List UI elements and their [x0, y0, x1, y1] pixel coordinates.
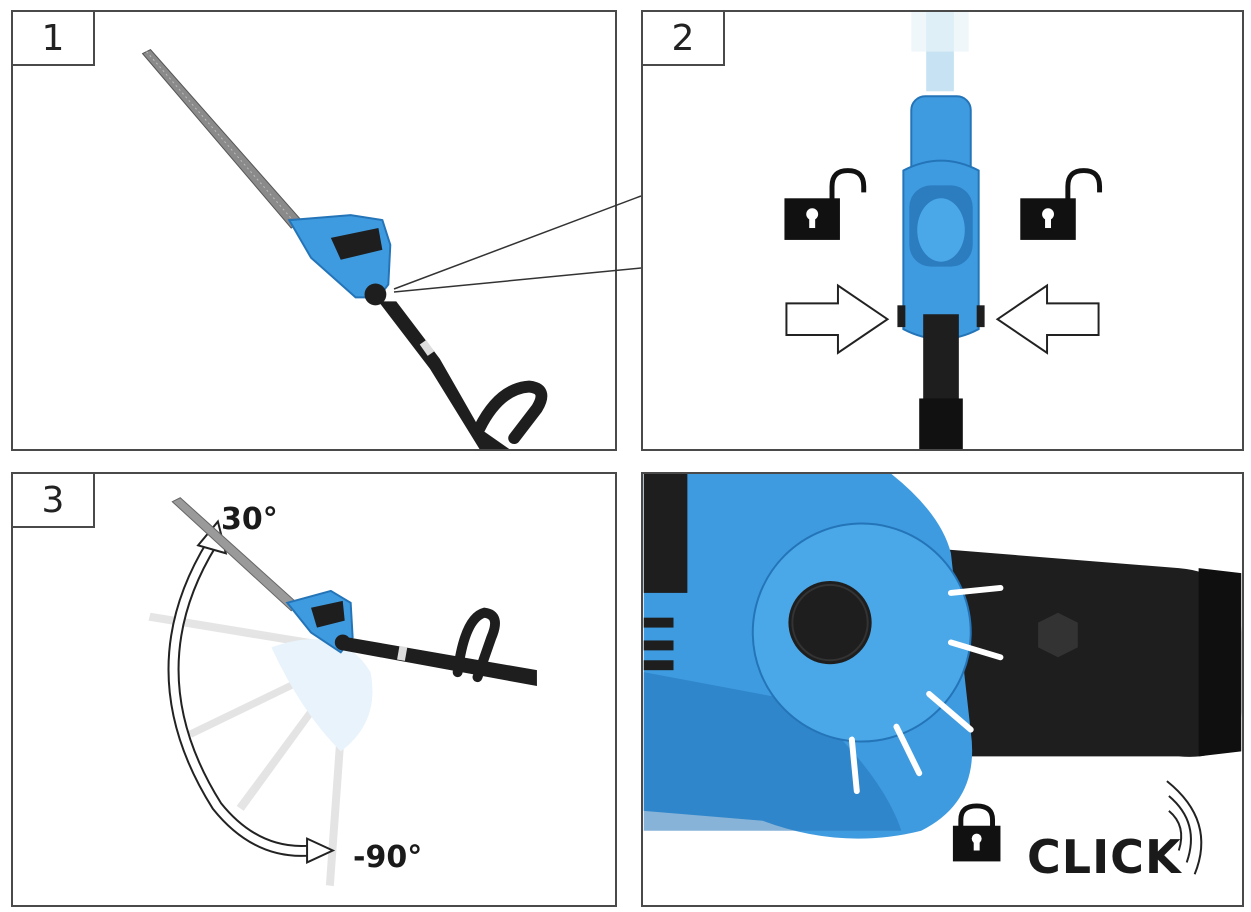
press-arrow-right-icon	[785, 283, 890, 355]
click-label: CLICK	[1027, 830, 1182, 884]
step-3-label: 3	[13, 474, 95, 528]
press-arrow-left-icon	[995, 283, 1100, 355]
step-1-label: 1	[13, 12, 95, 66]
step-1-panel: 1	[11, 10, 617, 451]
pivot-lock-closeup-illustration	[643, 474, 1242, 875]
step-3-panel: 3 30° -90°	[11, 472, 617, 907]
step-2-label: 2	[643, 12, 725, 66]
angle-upper-label: 30°	[221, 502, 278, 537]
step-2-panel: 2	[641, 10, 1244, 451]
angle-adjustment-illustration	[148, 497, 537, 887]
hedge-trimmer-illustration	[141, 49, 548, 449]
locked-padlock-icon	[952, 803, 1001, 862]
unlocked-padlock-icon	[784, 168, 867, 240]
pivot-release-illustration	[784, 12, 1103, 449]
unlocked-padlock-icon	[1020, 168, 1103, 240]
angle-lower-label: -90°	[353, 840, 423, 875]
step-4-panel: CLICK	[641, 472, 1244, 907]
sound-waves-icon	[1166, 780, 1203, 875]
